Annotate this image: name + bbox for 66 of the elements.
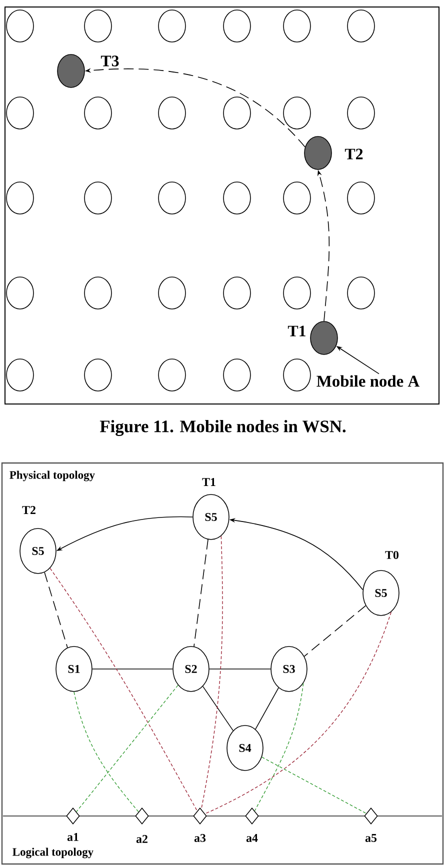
circle xyxy=(347,276,375,310)
dashed-line xyxy=(304,605,366,657)
circle xyxy=(84,96,112,130)
dashed-line xyxy=(262,756,367,814)
circle xyxy=(6,358,34,392)
diamond xyxy=(66,808,80,824)
filled-circle xyxy=(304,136,332,170)
node-label: T1 xyxy=(288,326,306,336)
node-label: T2 xyxy=(344,148,363,160)
circle xyxy=(6,10,34,42)
diamond xyxy=(245,808,259,824)
circle xyxy=(283,182,311,214)
circle xyxy=(84,10,112,42)
circle xyxy=(347,96,375,130)
node-label: a1 xyxy=(67,832,78,841)
node-label: a4 xyxy=(246,834,258,842)
line xyxy=(92,668,173,670)
circle xyxy=(84,358,112,392)
circle xyxy=(158,10,186,42)
circle xyxy=(223,10,251,42)
diamond xyxy=(135,808,149,824)
node-label: a5 xyxy=(365,834,377,842)
line xyxy=(202,686,234,731)
diamond xyxy=(193,808,207,824)
node-label: T0 xyxy=(385,550,398,560)
caption: Figure 11. Mobile nodes in WSN. xyxy=(100,420,346,436)
circle xyxy=(158,96,186,130)
node-label: a2 xyxy=(136,834,148,843)
label-text: Mobile node A xyxy=(316,375,420,387)
circle xyxy=(6,182,34,214)
circle xyxy=(283,96,311,130)
line xyxy=(255,687,279,730)
line xyxy=(209,668,271,670)
circle xyxy=(283,276,311,310)
circle xyxy=(347,10,375,42)
dashed-line xyxy=(50,568,198,812)
circle xyxy=(6,96,34,130)
circle xyxy=(84,182,112,214)
circle xyxy=(223,96,251,130)
dashed-line xyxy=(204,612,392,814)
node-label: a3 xyxy=(194,834,206,842)
circle xyxy=(158,276,186,310)
circle xyxy=(6,276,34,310)
dashed-line xyxy=(194,539,208,647)
dashed-line xyxy=(74,692,139,812)
circle xyxy=(347,182,375,214)
circle xyxy=(84,276,112,310)
circle xyxy=(223,276,251,310)
circle xyxy=(223,358,251,392)
circle xyxy=(283,358,311,392)
circle xyxy=(158,182,186,214)
node-label: T2 xyxy=(22,506,36,514)
filled-circle xyxy=(310,321,338,355)
diamond xyxy=(364,808,378,824)
section-label: Physical topology xyxy=(10,470,95,482)
circle xyxy=(283,10,311,42)
dashed-line xyxy=(44,572,68,648)
node-label: T3 xyxy=(100,56,119,66)
node-label: T1 xyxy=(202,478,216,486)
filled-circle xyxy=(57,54,85,88)
circle xyxy=(158,358,186,392)
section-label: Logical topology xyxy=(12,848,94,858)
dashed-line xyxy=(76,684,178,812)
dashed-line xyxy=(200,536,223,810)
circle xyxy=(223,182,251,214)
dashed-line xyxy=(254,682,304,812)
